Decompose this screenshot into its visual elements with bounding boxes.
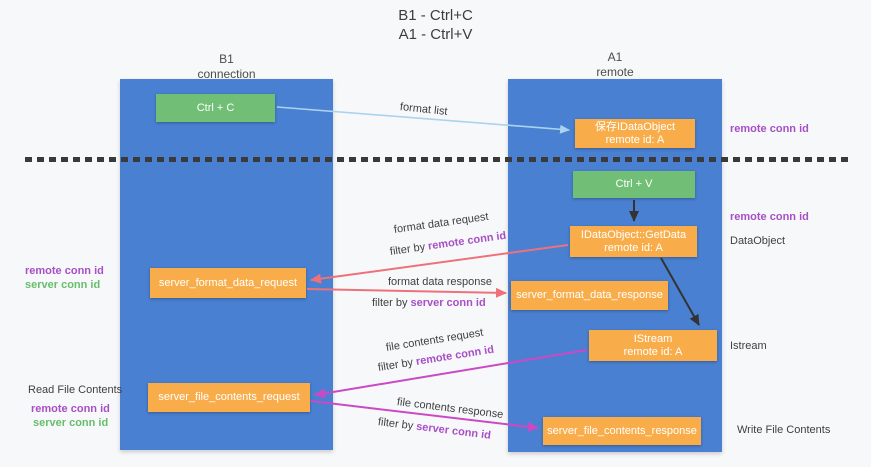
lane-a1-role: remote — [596, 65, 634, 79]
label-read-file-contents: Read File Contents — [28, 384, 123, 396]
node-ctrl-c: Ctrl + C — [156, 94, 275, 122]
label-istream: Istream — [730, 340, 767, 352]
filter-prefix: filter by — [377, 356, 414, 374]
node-server-format-data-response-label: server_format_data_response — [516, 289, 663, 301]
label-file-contents-response: file contents response — [396, 396, 504, 421]
label-format-list: format list — [399, 101, 449, 118]
node-istream-line1: IStream — [633, 332, 673, 345]
label-format-data-request: format data request — [393, 210, 490, 236]
filter-prefix: filter by — [389, 241, 426, 258]
filter-prefix: filter by — [372, 297, 408, 309]
label-format-data-response: format data response — [388, 276, 492, 288]
filter-key-server-conn-id: server conn id — [415, 420, 492, 442]
filter-prefix: filter by — [377, 416, 414, 433]
lane-header-b1: B1 connection — [120, 52, 333, 82]
node-server-file-contents-response: server_file_contents_response — [543, 417, 701, 445]
label-server-conn-id-left-bottom: server conn id — [33, 417, 109, 429]
node-ctrl-v: Ctrl + V — [573, 171, 695, 198]
label-remote-conn-id-left-bottom: remote conn id — [31, 403, 110, 415]
node-istream-line2: remote id: A — [623, 345, 683, 358]
node-server-format-data-request: server_format_data_request — [150, 268, 306, 298]
node-getdata-line2: remote id: A — [604, 241, 663, 254]
title-line-1: B1 - Ctrl+C — [398, 7, 473, 24]
node-save-idataobject-line2: remote id: A — [605, 133, 665, 146]
lane-b1-role: connection — [197, 67, 256, 81]
node-getdata-line1: IDataObject::GetData — [580, 228, 687, 241]
label-dataobject: DataObject — [730, 235, 786, 247]
diagram-title: B1 - Ctrl+C A1 - Ctrl+V — [0, 6, 871, 44]
lane-b1-name: B1 — [219, 52, 234, 66]
node-istream: IStream remote id: A — [589, 330, 717, 361]
filter-key-server-conn-id: server conn id — [410, 297, 486, 309]
label-write-file-contents: Write File Contents — [737, 424, 831, 436]
title-line-2: A1 - Ctrl+V — [398, 26, 473, 43]
lane-a1-name: A1 — [607, 50, 623, 64]
node-server-format-data-request-label: server_format_data_request — [158, 276, 298, 289]
node-ctrl-v-label: Ctrl + V — [615, 178, 653, 190]
label-server-conn-id-left-top: server conn id — [25, 279, 101, 291]
arrow-format-data-response — [306, 287, 507, 298]
label-remote-conn-id-left-top: remote conn id — [25, 265, 104, 277]
node-server-file-contents-response-label: server_file_contents_response — [547, 424, 697, 437]
node-ctrl-c-label: Ctrl + C — [196, 101, 235, 114]
node-save-idataobject: 保存IDataObject remote id: A — [575, 119, 695, 148]
node-server-format-data-response: server_format_data_response — [511, 281, 668, 310]
label-remote-conn-id-right-top: remote conn id — [730, 123, 809, 135]
filter-key-remote-conn-id: remote conn id — [427, 229, 508, 253]
node-save-idataobject-line1: 保存IDataObject — [594, 120, 676, 133]
label-remote-conn-id-right-mid: remote conn id — [730, 211, 809, 223]
node-server-file-contents-request: server_file_contents_request — [148, 383, 310, 412]
node-idataobject-getdata: IDataObject::GetData remote id: A — [570, 226, 697, 257]
lane-header-a1: A1 remote — [508, 50, 722, 80]
dashed-divider-line — [25, 157, 848, 162]
node-server-file-contents-request-label: server_file_contents_request — [158, 391, 300, 403]
